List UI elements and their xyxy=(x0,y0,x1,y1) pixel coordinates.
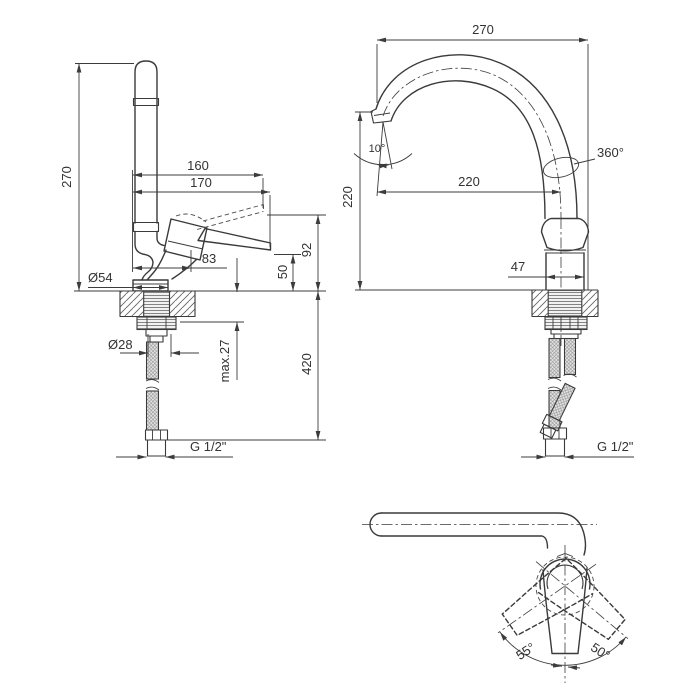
dim-label-body-width: 47 xyxy=(511,259,525,274)
dim-hose-length: 420 xyxy=(168,291,326,441)
dim-label-thread-front: G 1/2" xyxy=(597,439,634,454)
dim-body-width: 47 xyxy=(508,259,584,280)
locking-nut xyxy=(136,316,177,331)
supply-hoses-front xyxy=(539,337,577,439)
top-view: 55° 50° xyxy=(362,512,632,683)
side-view-faucet-outline xyxy=(119,60,272,457)
angled-hose xyxy=(539,382,576,439)
countertop-section xyxy=(119,290,196,318)
dim-label-reach-up: 160 xyxy=(187,158,209,173)
spout-outlet-line xyxy=(373,112,391,116)
front-view: 270 220 220 10° 360° xyxy=(340,22,634,460)
dim-outlet-angle: 10° xyxy=(353,121,413,197)
top-view-dimensions: 55° 50° xyxy=(499,631,627,671)
swing-arrow-left xyxy=(550,662,563,668)
dim-label-swing-right: 50° xyxy=(588,640,613,663)
body-neck-left xyxy=(134,230,154,281)
swing-arrow-right xyxy=(567,665,581,671)
dim-spout-reach: 270 xyxy=(376,22,589,290)
dim-label-handle-low: 50 xyxy=(275,265,290,279)
swing-centerlines xyxy=(497,545,629,683)
dim-max-counter: max.27 xyxy=(180,258,244,382)
locking-nut-front xyxy=(544,316,588,331)
dim-total-height: 270 xyxy=(59,63,134,291)
dim-label-shank-diameter: Ø28 xyxy=(108,337,133,352)
dim-reach-down: 170 xyxy=(133,175,271,247)
dim-label-handle-high: 92 xyxy=(299,243,314,257)
arm-top-edge xyxy=(380,512,587,556)
cartridge-body xyxy=(163,218,208,261)
arm-bottom-edge xyxy=(380,535,549,549)
spout-lower-collar xyxy=(132,221,160,233)
hose-collar-1 xyxy=(145,328,168,337)
dim-label-thread-side: G 1/2" xyxy=(190,439,227,454)
dim-handle-offset: 83 xyxy=(133,250,227,272)
base-flange xyxy=(132,279,169,292)
spout-inner-curve xyxy=(390,80,546,220)
side-view: 270 160 170 83 50 xyxy=(59,60,326,460)
dim-label-swivel-angle: 360° xyxy=(597,145,624,160)
spout-column xyxy=(134,60,158,224)
dim-thread-front: G 1/2" xyxy=(521,439,634,460)
nut-facets-front xyxy=(552,317,579,330)
dim-base-diameter: Ø54 xyxy=(88,270,168,290)
handle-collar xyxy=(544,249,586,254)
front-view-dimensions: 270 220 220 10° 360° xyxy=(340,22,634,460)
handle-front xyxy=(540,217,590,252)
dim-spout-horizontal: 220 xyxy=(377,174,561,195)
lever-handle-raised-dashed xyxy=(175,204,264,230)
hose-fitting-front xyxy=(542,427,568,457)
dim-handle-low: 50 xyxy=(274,254,301,291)
dim-label-handle-offset: 83 xyxy=(202,251,216,266)
hose-collar-front-2 xyxy=(553,333,579,340)
dim-label-total-height: 270 xyxy=(59,166,74,188)
side-view-dimensions: 270 160 170 83 50 xyxy=(59,63,326,460)
dim-label-reach-down: 170 xyxy=(190,175,212,190)
spout-centerline xyxy=(382,67,562,219)
dim-thread-side: G 1/2" xyxy=(116,439,233,460)
dim-label-outlet-angle: 10° xyxy=(369,143,386,155)
hose-fitting xyxy=(144,429,169,457)
dim-spout-height: 220 xyxy=(340,111,373,290)
hose-collar-2 xyxy=(149,335,164,343)
dim-label-base-diameter: Ø54 xyxy=(88,270,113,285)
body-neck-right xyxy=(156,230,165,247)
dim-label-hose-length: 420 xyxy=(299,353,314,375)
dim-shank-diameter: Ø28 xyxy=(108,334,199,357)
lever-handle-down xyxy=(197,227,272,251)
hose-collar-front-1 xyxy=(550,328,582,335)
front-view-faucet-outline xyxy=(370,54,599,457)
dim-label-spout-height: 220 xyxy=(340,186,355,208)
supply-hose xyxy=(145,341,160,431)
cartridge-line xyxy=(167,240,204,250)
dim-swivel-angle: 360° xyxy=(542,145,624,179)
dim-label-spout-reach: 270 xyxy=(472,22,494,37)
countertop-section-front xyxy=(531,289,599,318)
top-view-outline xyxy=(362,512,632,683)
dim-label-max-counter: max.27 xyxy=(217,340,232,383)
dim-label-spout-horizontal: 220 xyxy=(458,174,480,189)
spout-cap-collar xyxy=(132,97,160,107)
spout-outlet xyxy=(370,108,392,124)
spout-outer-curve xyxy=(375,54,578,220)
body-left-curve xyxy=(146,249,167,281)
nut-facets xyxy=(146,317,167,330)
body-right-curve xyxy=(171,258,198,280)
dim-handle-high: 92 xyxy=(267,214,326,291)
body-cylinder xyxy=(545,252,585,291)
